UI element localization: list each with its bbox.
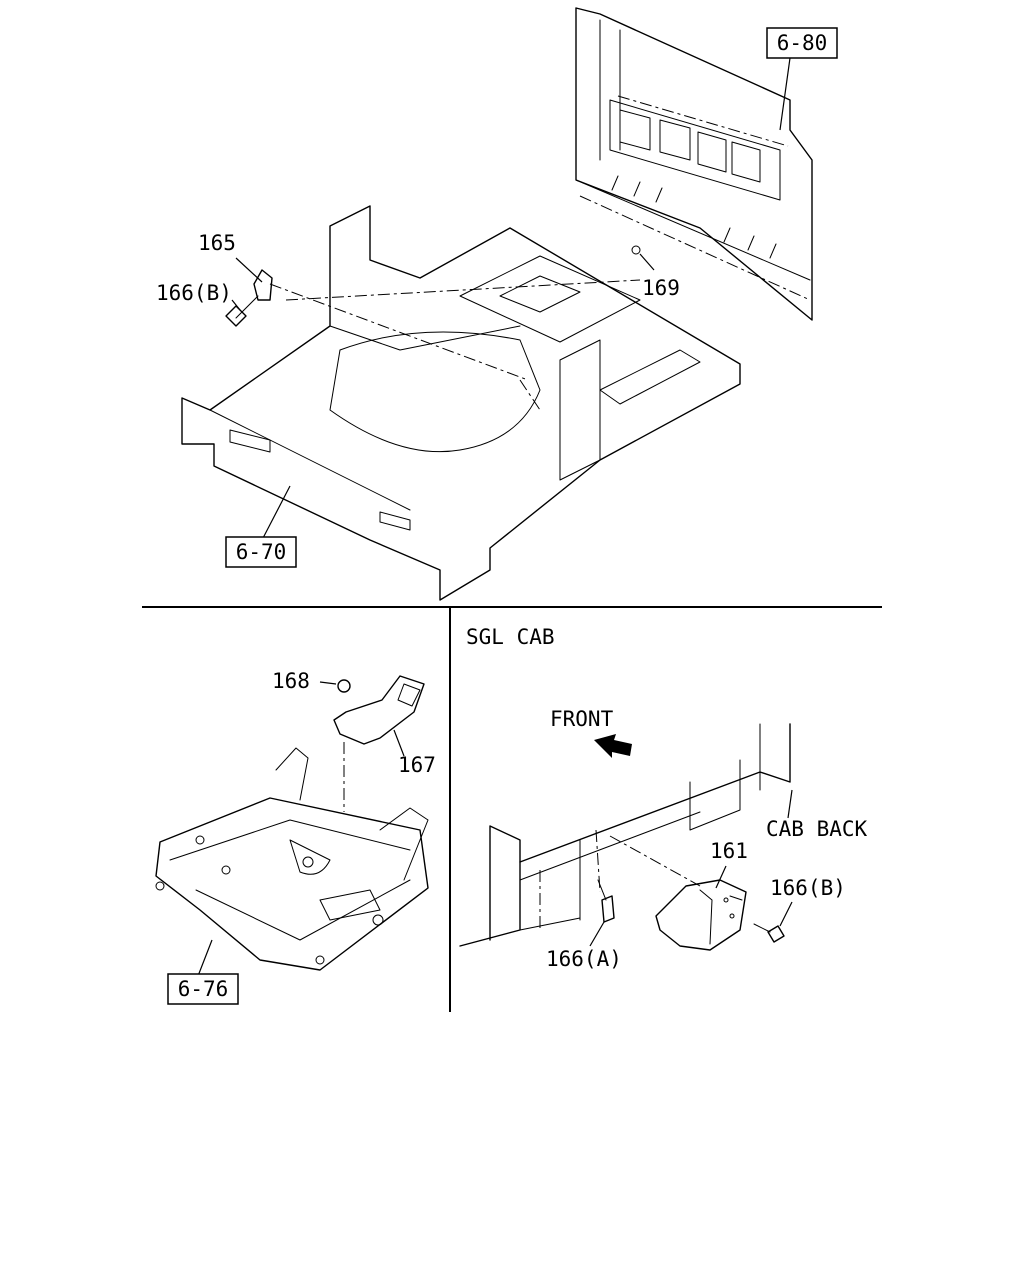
cab-floor-panel bbox=[181, 205, 741, 601]
callout-165: 165 bbox=[198, 231, 236, 255]
leader-166b-right bbox=[779, 901, 793, 927]
bracket-165-shape bbox=[225, 269, 273, 327]
bracket-axis bbox=[609, 835, 701, 887]
ref-6-80: 6-80 bbox=[777, 31, 828, 55]
nut-168-shape bbox=[337, 679, 351, 693]
ref-box-6-76 bbox=[167, 973, 239, 1005]
leader-cab-back bbox=[787, 789, 793, 819]
bracket-161-shape bbox=[655, 879, 747, 951]
cab-back-label: CAB BACK bbox=[766, 817, 868, 841]
cab-back-panel bbox=[575, 7, 813, 321]
frame-6-76-shape bbox=[155, 747, 429, 971]
ref-6-76: 6-76 bbox=[178, 977, 229, 1001]
bolt-axis-a bbox=[595, 829, 601, 893]
cab-side-frame-shape bbox=[459, 723, 791, 947]
leader-161 bbox=[715, 865, 727, 889]
ref-box-6-80 bbox=[766, 27, 838, 59]
callout-166b-top: 166(B) bbox=[156, 281, 232, 305]
callout-169: 169 bbox=[642, 276, 680, 300]
callout-161: 161 bbox=[710, 839, 748, 863]
leader-676 bbox=[197, 939, 213, 977]
ref-box-6-70 bbox=[225, 536, 297, 568]
leader-168 bbox=[319, 681, 337, 685]
front-label: FRONT bbox=[550, 707, 614, 731]
bolt-166b-right-shape bbox=[753, 923, 785, 943]
leader-680 bbox=[779, 57, 791, 131]
leader-165 bbox=[235, 257, 263, 283]
leader-166a bbox=[589, 921, 605, 947]
leader-166b-top bbox=[231, 299, 241, 311]
leader-169 bbox=[639, 253, 655, 271]
callout-167: 167 bbox=[398, 753, 436, 777]
leader-167 bbox=[393, 729, 405, 757]
callout-166b-right: 166(B) bbox=[770, 876, 846, 900]
leader-670 bbox=[261, 485, 291, 541]
bracket-167-shape bbox=[333, 675, 425, 745]
bolt-166a-shape bbox=[597, 879, 615, 923]
section-title-sgl-cab: SGL CAB bbox=[466, 625, 555, 649]
callout-166a: 166(A) bbox=[546, 947, 622, 971]
front-arrow-icon bbox=[594, 734, 632, 758]
callout-168: 168 bbox=[272, 669, 310, 693]
grommet-169-shape bbox=[631, 245, 641, 255]
ref-6-70: 6-70 bbox=[236, 540, 287, 564]
